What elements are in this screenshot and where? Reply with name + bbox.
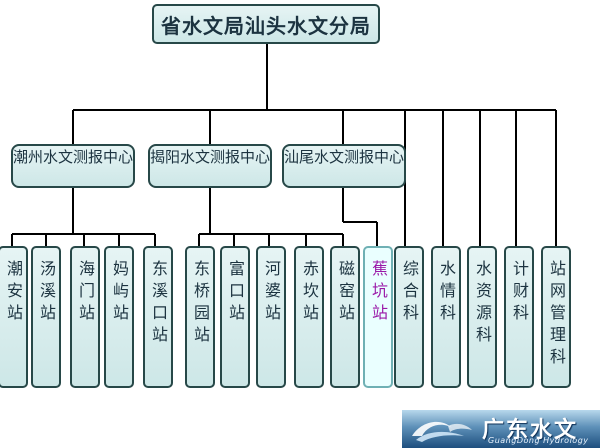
department-label: 水情科 bbox=[437, 260, 456, 326]
department-node: 计财科 bbox=[504, 246, 534, 388]
station-label: 妈屿站 bbox=[110, 260, 129, 326]
station-label: 潮安站 bbox=[4, 260, 23, 326]
station-label: 赤坎站 bbox=[300, 260, 319, 326]
station-node: 妈屿站 bbox=[104, 246, 134, 388]
center-node-shanwei: 汕尾水文测报中心 bbox=[282, 144, 406, 188]
department-node: 水情科 bbox=[431, 246, 461, 388]
station-label: 富口站 bbox=[226, 260, 245, 326]
center-label: 揭阳水文测报中心 bbox=[150, 148, 271, 166]
station-node: 海门站 bbox=[70, 246, 100, 388]
station-label: 东桥园站 bbox=[191, 260, 210, 348]
station-node: 磁窑站 bbox=[330, 246, 360, 388]
station-node: 汤溪站 bbox=[31, 246, 61, 388]
wave-logo-icon bbox=[412, 421, 472, 442]
center-node-jieyang: 揭阳水文测报中心 bbox=[148, 144, 272, 188]
station-label: 磁窑站 bbox=[336, 260, 355, 326]
station-node: 富口站 bbox=[220, 246, 250, 388]
department-label: 计财科 bbox=[510, 260, 529, 326]
department-label: 站网管理科 bbox=[547, 260, 566, 370]
center-label: 汕尾水文测报中心 bbox=[284, 148, 405, 166]
station-node: 赤坎站 bbox=[294, 246, 324, 388]
station-node: 东桥园站 bbox=[185, 246, 215, 388]
department-label: 水资源科 bbox=[473, 260, 492, 348]
station-label: 东溪口站 bbox=[149, 260, 168, 348]
center-node-chaozhou: 潮州水文测报中心 bbox=[11, 144, 135, 188]
guangdong-hydrology-logo: 广东水文 GuangDong Hydrology bbox=[402, 410, 600, 448]
department-node: 综合科 bbox=[394, 246, 424, 388]
center-label: 潮州水文测报中心 bbox=[13, 148, 134, 166]
station-label: 蕉坑站 bbox=[369, 260, 388, 326]
department-node: 站网管理科 bbox=[541, 246, 571, 388]
station-label: 海门站 bbox=[76, 260, 95, 326]
station-node: 潮安站 bbox=[0, 246, 28, 388]
department-label: 综合科 bbox=[400, 260, 419, 326]
station-node: 东溪口站 bbox=[143, 246, 173, 388]
root-label: 省水文局汕头水文分局 bbox=[161, 13, 371, 38]
department-node: 水资源科 bbox=[467, 246, 497, 388]
station-label: 汤溪站 bbox=[37, 260, 56, 326]
station-node-highlighted: 蕉坑站 bbox=[363, 246, 393, 388]
station-label: 河婆站 bbox=[262, 260, 281, 326]
root-node: 省水文局汕头水文分局 bbox=[152, 4, 380, 44]
logo-title: 广东水文 bbox=[482, 418, 579, 443]
station-node: 河婆站 bbox=[256, 246, 286, 388]
logo-subtitle: GuangDong Hydrology bbox=[488, 436, 589, 445]
